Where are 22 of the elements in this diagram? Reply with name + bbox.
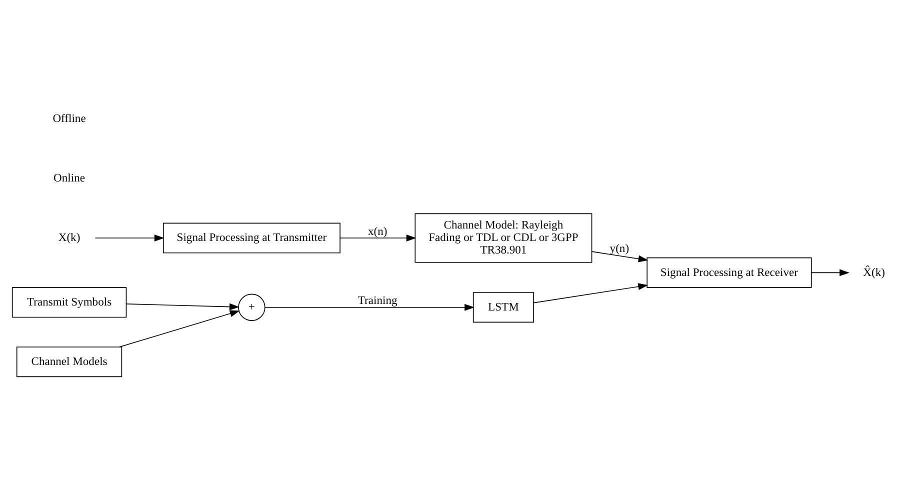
arrow xyxy=(264,303,474,310)
arrow xyxy=(94,234,164,241)
node-box: Signal Processing at Receiver xyxy=(646,256,812,288)
node-box: Signal Processing at Transmitter xyxy=(162,222,340,253)
node-circle: + xyxy=(238,293,266,320)
label: Offline xyxy=(52,112,86,125)
edge-label: Training xyxy=(358,294,398,307)
node-text: X(k) xyxy=(58,232,80,244)
arrow xyxy=(340,234,416,241)
arrow xyxy=(126,302,240,310)
node-box: Transmit Symbols xyxy=(12,286,127,318)
label: Online xyxy=(54,172,85,184)
node-box: Channel Models xyxy=(16,346,122,377)
arrow xyxy=(591,250,648,262)
arrow xyxy=(119,310,240,347)
edge-label: x(n) xyxy=(368,225,388,238)
arrow xyxy=(533,282,648,303)
node-text: X̂(k) xyxy=(863,266,885,278)
arrow xyxy=(811,268,850,276)
node-box: Channel Model: Rayleigh Fading or TDL or CDL or 3GPP TR38.901 xyxy=(414,212,592,262)
node-box: LSTM xyxy=(472,292,534,322)
edge-label: y(n) xyxy=(610,242,630,255)
